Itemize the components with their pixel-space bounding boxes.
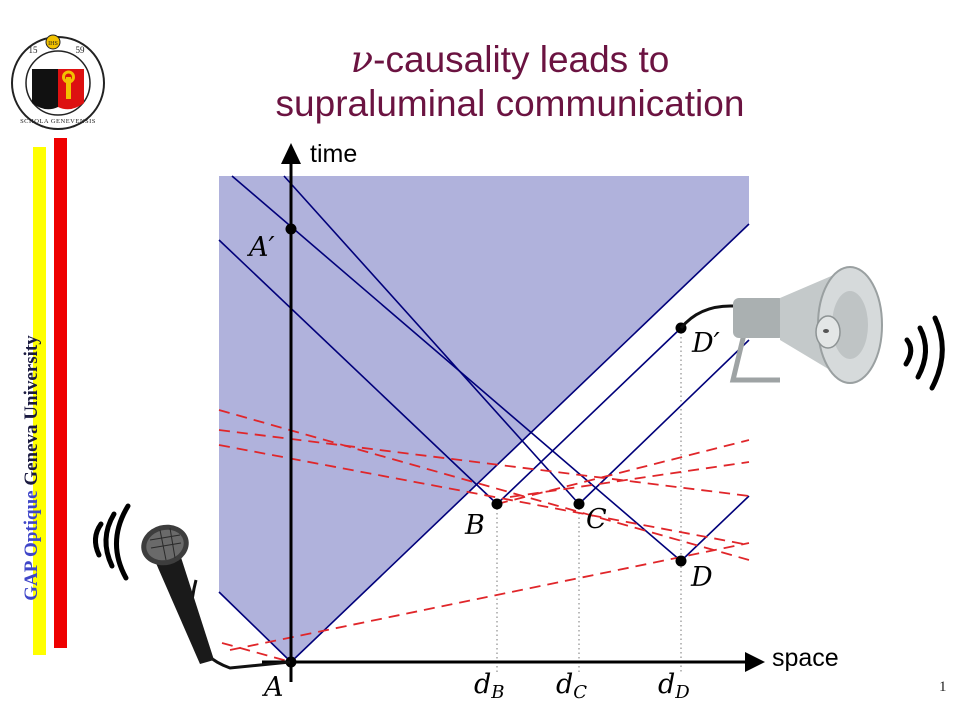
megaphone-sound-wave-icon [903, 315, 945, 391]
microphone-sound-wave-icon [93, 503, 131, 581]
time-axis-label: time [310, 140, 357, 168]
megaphone-icon [679, 266, 883, 384]
title-line-2: supraluminal communication [275, 83, 745, 124]
time-axis-arrow-icon [281, 143, 301, 164]
event-A-point [285, 656, 297, 668]
distance-dB-label: dB [474, 669, 505, 703]
light-signal-lines [218, 175, 750, 663]
event-D-prime-label: D′ [691, 328, 720, 359]
distance-guide-lines [496, 328, 682, 672]
slide-title: ν-causality leads to supraluminal commun… [190, 38, 830, 126]
space-axis-arrow-icon [745, 652, 765, 672]
event-C-point [573, 498, 585, 510]
title-nu-symbol: ν [350, 38, 374, 81]
event-A-prime-label: A′ [246, 232, 275, 263]
distance-dC-label: dC [556, 669, 587, 703]
simultaneity-lines [218, 409, 750, 663]
event-D-label: D [690, 562, 713, 593]
yellow-side-bar [33, 147, 46, 655]
event-B-point [491, 498, 503, 510]
university-seal-icon: IHS 15 59 SCHOLA GENEVENSIS [11, 34, 105, 130]
seal-year-right: 59 [76, 45, 86, 55]
distance-dD-label: dD [658, 669, 690, 703]
red-side-bar [54, 138, 67, 648]
event-A-label: A [261, 672, 284, 703]
microphone-icon [141, 524, 291, 670]
seal-year-left: 15 [29, 45, 39, 55]
event-D-point [675, 555, 687, 567]
seal-badge: IHS [48, 41, 58, 47]
event-B-label: B [464, 510, 485, 541]
space-axis-label: space [772, 644, 839, 672]
future-light-cone-region [219, 176, 749, 662]
title-line-1-text: -causality leads to [373, 39, 670, 80]
axes [262, 160, 748, 682]
event-C-label: C [586, 504, 607, 535]
title-line-1: ν-causality leads to [190, 38, 830, 82]
event-A-prime-point [285, 223, 297, 235]
seal-motto: SCHOLA GENEVENSIS [20, 118, 96, 125]
page-number: 1 [939, 679, 947, 695]
